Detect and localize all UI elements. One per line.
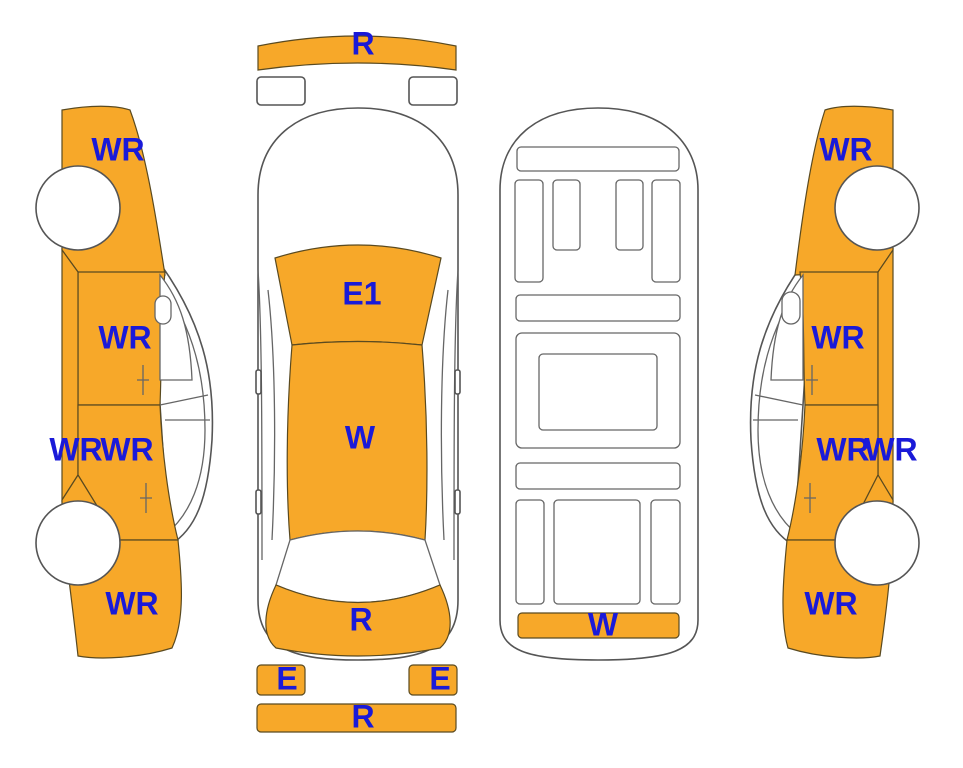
front-bumper-panel[interactable] (257, 35, 457, 71)
right-front-wheel (834, 165, 920, 251)
left-side-view: WR WR WR WR WR (35, 105, 214, 659)
rear-bumper-label: R (351, 698, 374, 734)
left-rear-lamp-panel[interactable] (256, 664, 306, 696)
left-rear-quarter-label: WR (105, 585, 158, 621)
left-rocker-label: WR (49, 431, 102, 467)
right-rear-door-handle (804, 483, 816, 513)
windshield-label: E1 (342, 275, 381, 311)
right-side-view: WR WR WR WR WR (749, 105, 920, 659)
right-rear-door-label: WR (816, 431, 869, 467)
right-mirror (781, 291, 801, 325)
left-rear-wheel (35, 500, 121, 586)
left-headlamp (256, 76, 306, 106)
roof-label: W (345, 419, 376, 455)
right-front-door-label: WR (811, 319, 864, 355)
right-headlamp (408, 76, 458, 106)
right-rear-wheel (834, 500, 920, 586)
left-rear-door-label: WR (100, 431, 153, 467)
left-front-fender-label: WR (91, 131, 144, 167)
left-front-door-handle (137, 365, 149, 395)
rear-deck-panel[interactable] (265, 584, 451, 657)
right-front-door-handle (806, 365, 818, 395)
left-mirror (154, 295, 172, 325)
left-front-door-label: WR (98, 319, 151, 355)
right-rear-quarter-label: WR (804, 585, 857, 621)
right-rear-lamp-label: E (429, 660, 450, 696)
left-rear-lamp-label: E (276, 660, 297, 696)
underbody-view: W (499, 107, 699, 661)
front-bumper-label: R (351, 25, 374, 61)
left-rear-door-handle (140, 483, 152, 513)
top-view: R E1 W R E E R (255, 25, 461, 734)
left-front-wheel (35, 165, 121, 251)
rear-bumper-panel[interactable] (256, 703, 457, 733)
rear-deck-label: R (349, 601, 372, 637)
right-rocker-label: WR (864, 431, 917, 467)
right-front-fender-label: WR (819, 131, 872, 167)
underbody-rear-label: W (588, 606, 619, 642)
underbody-rear-panel[interactable] (517, 612, 680, 639)
right-rear-lamp-panel[interactable] (408, 664, 458, 696)
